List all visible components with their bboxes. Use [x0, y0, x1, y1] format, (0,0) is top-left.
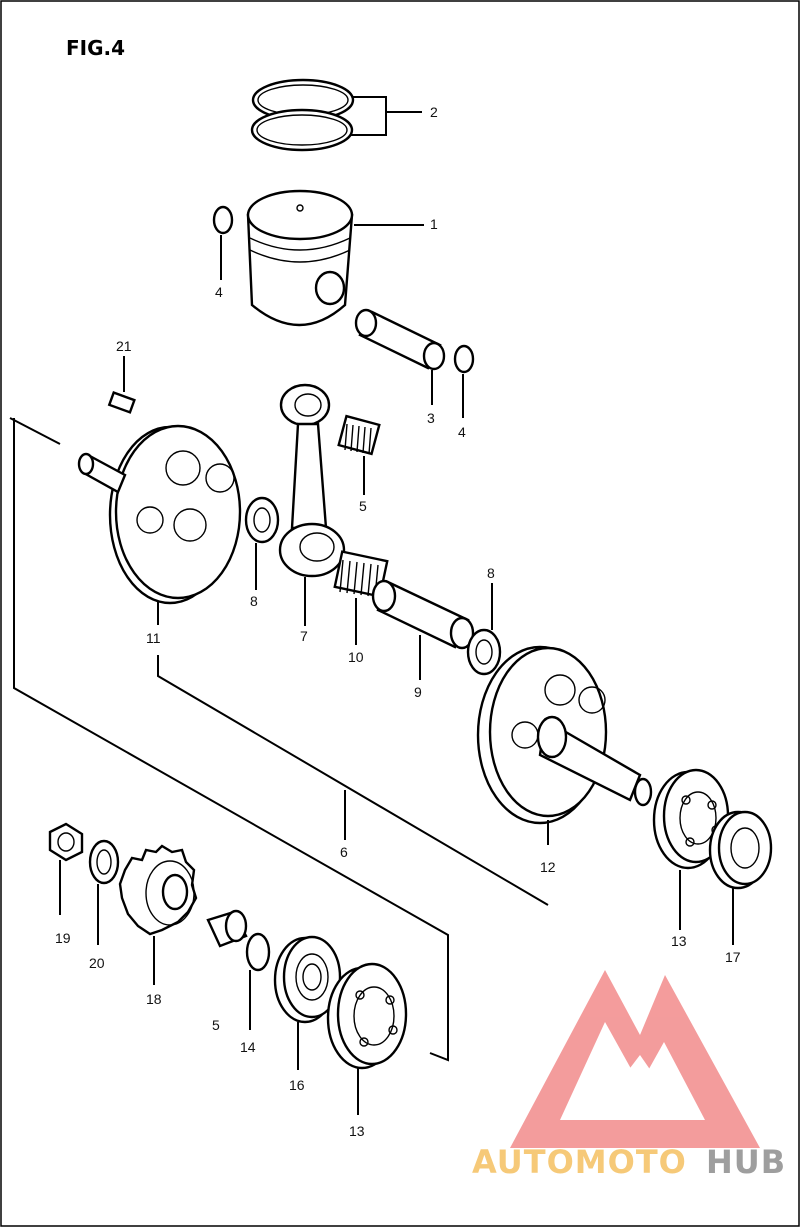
crank-wheel-left	[77, 424, 242, 605]
callout-3: 3	[427, 410, 435, 426]
callout-21: 21	[116, 338, 132, 354]
callout-14: 14	[240, 1039, 256, 1055]
oil-seal	[708, 810, 773, 890]
watermark-triangle-icon	[510, 970, 760, 1148]
assembly-bracket	[9, 417, 549, 1062]
callout-10: 10	[348, 649, 364, 665]
lock-washer	[88, 839, 120, 885]
callout-11: 11	[146, 630, 161, 646]
callout-9: 9	[414, 684, 422, 700]
circlip-left	[212, 205, 234, 235]
piston-pin	[354, 308, 446, 371]
callout-17: 17	[725, 949, 741, 965]
crank-oil-seal	[273, 935, 342, 1024]
thrust-washer-left	[244, 496, 280, 544]
callout-1: 1	[430, 216, 438, 232]
callout-19: 19	[55, 930, 71, 946]
callout-7: 7	[300, 628, 308, 644]
callout-5-upper: 5	[359, 498, 367, 514]
callout-8-right: 8	[487, 565, 495, 581]
bearing-left	[326, 962, 408, 1070]
woodruff-key	[107, 391, 136, 414]
crank-pin	[371, 579, 475, 650]
callout-13-left: 13	[349, 1123, 365, 1139]
figure-title: FIG.4	[66, 36, 125, 60]
spacer	[206, 909, 248, 948]
callout-12: 12	[540, 859, 556, 875]
callout-8-left: 8	[250, 593, 258, 609]
callout-2: 2	[430, 104, 438, 120]
piston-rings	[250, 78, 355, 152]
callout-18: 18	[146, 991, 162, 1007]
circlip-right	[453, 344, 475, 374]
thrust-washer-right	[466, 628, 502, 676]
nut	[48, 822, 84, 862]
callout-13-right: 13	[671, 933, 687, 949]
connecting-rod	[278, 383, 346, 578]
callout-4-right: 4	[458, 424, 466, 440]
watermark-brand-part2: HUB	[706, 1143, 786, 1181]
callout-5-lower: 5	[212, 1017, 220, 1033]
callout-4-left: 4	[215, 284, 223, 300]
watermark-brand-part1: AUTOMOTO	[472, 1143, 687, 1181]
callout-16: 16	[289, 1077, 305, 1093]
shim	[245, 932, 271, 972]
crank-wheel-right	[476, 645, 653, 825]
callout-6: 6	[340, 844, 348, 860]
primary-drive-gear	[118, 844, 198, 936]
watermark-logo	[510, 970, 760, 1148]
needle-bearing-small-end	[337, 414, 381, 456]
piston	[246, 189, 354, 327]
needle-bearing-big-end	[333, 550, 389, 598]
callout-20: 20	[89, 955, 105, 971]
